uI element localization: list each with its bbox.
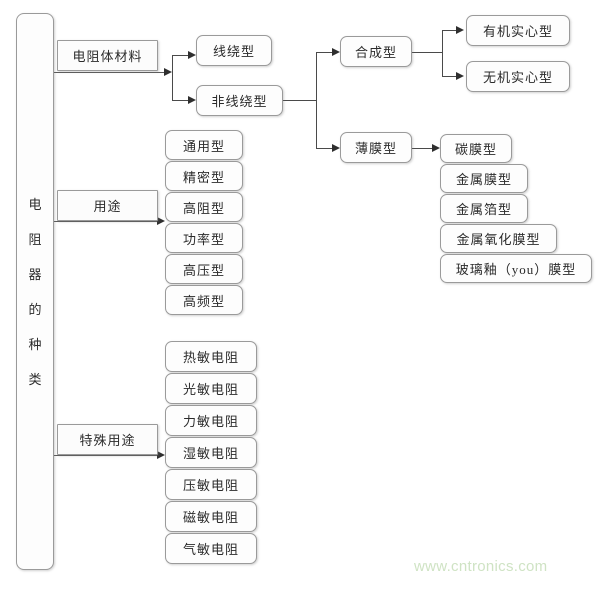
node-voltage-sensitive[interactable]: 压敏电阻: [165, 469, 257, 500]
node-magneto-sensitive-label: 磁敏电阻: [182, 510, 239, 525]
connector-to-organic-solid: [442, 30, 458, 31]
node-wirewound-label: 线绕型: [212, 44, 255, 59]
connector-film-to-stack: [412, 148, 434, 149]
connector-to-synthetic: [316, 52, 334, 53]
node-synthetic[interactable]: 合成型: [340, 36, 412, 67]
node-metal-film[interactable]: 金属膜型: [440, 164, 528, 193]
root-label-char-4: 种: [28, 336, 42, 352]
node-glass-glaze-film-label: 玻璃釉（you）膜型: [455, 262, 577, 277]
node-force-sensitive-label: 力敏电阻: [182, 414, 239, 429]
node-precision[interactable]: 精密型: [165, 161, 243, 191]
node-non-wirewound[interactable]: 非线绕型: [196, 85, 283, 116]
connector-non-wirewound-split-vertical: [316, 52, 317, 148]
node-glass-glaze-film[interactable]: 玻璃釉（you）膜型: [440, 254, 592, 283]
node-metal-oxide-film[interactable]: 金属氧化膜型: [440, 224, 557, 253]
node-thermistor-label: 热敏电阻: [182, 350, 239, 365]
node-carbon-film[interactable]: 碳膜型: [440, 134, 512, 163]
node-inorganic-solid[interactable]: 无机实心型: [466, 61, 570, 92]
node-material-label: 电阻体材料: [72, 49, 143, 64]
connector-to-film: [316, 148, 334, 149]
node-carbon-film-label: 碳膜型: [454, 142, 497, 157]
arrowhead-special-usage: [157, 450, 165, 459]
node-force-sensitive[interactable]: 力敏电阻: [165, 405, 257, 436]
node-gas-sensitive-label: 气敏电阻: [182, 542, 239, 557]
arrowhead-material: [164, 67, 172, 76]
node-usage-label: 用途: [93, 199, 122, 214]
node-organic-solid[interactable]: 有机实心型: [466, 15, 570, 46]
node-precision-label: 精密型: [182, 169, 225, 185]
node-synthetic-label: 合成型: [354, 45, 397, 60]
arrowhead-film: [332, 143, 340, 152]
node-non-wirewound-label: 非线绕型: [211, 94, 268, 109]
node-inorganic-solid-label: 无机实心型: [482, 70, 553, 85]
node-organic-solid-label: 有机实心型: [482, 24, 553, 39]
node-humidity-sensitive-label: 湿敏电阻: [182, 446, 239, 461]
root-label-char-1: 阻: [28, 231, 42, 247]
node-high-voltage-label: 高压型: [182, 262, 225, 278]
node-gas-sensitive[interactable]: 气敏电阻: [165, 533, 257, 564]
watermark: www.cntronics.com: [414, 558, 548, 575]
node-high-resistance[interactable]: 高阻型: [165, 192, 243, 222]
node-film[interactable]: 薄膜型: [340, 132, 412, 163]
node-thermistor[interactable]: 热敏电阻: [165, 341, 257, 372]
node-power-label: 功率型: [182, 231, 225, 247]
connector-to-inorganic-solid: [442, 76, 458, 77]
node-film-label: 薄膜型: [354, 141, 397, 156]
node-general-label: 通用型: [182, 138, 225, 154]
connector-root-to-material: [53, 72, 164, 73]
node-magneto-sensitive[interactable]: 磁敏电阻: [165, 501, 257, 532]
node-high-frequency-label: 高频型: [182, 293, 225, 309]
connector-root-to-special-usage: [53, 455, 157, 456]
root-label-char-0: 电: [28, 196, 42, 212]
node-general[interactable]: 通用型: [165, 130, 243, 160]
root-label-char-2: 器: [28, 266, 42, 282]
connector-material-to-wirewound: [172, 55, 190, 56]
node-metal-oxide-film-label: 金属氧化膜型: [456, 232, 541, 247]
node-metal-foil[interactable]: 金属箔型: [440, 194, 528, 223]
connector-synthetic-split-vertical: [442, 30, 443, 76]
arrowhead-synthetic: [332, 47, 340, 56]
connector-synthetic-out: [412, 52, 442, 53]
arrowhead-inorganic-solid: [456, 71, 464, 80]
connector-material-split-vertical: [172, 55, 173, 100]
node-special-usage[interactable]: 特殊用途: [57, 424, 158, 455]
node-special-usage-label: 特殊用途: [79, 433, 136, 448]
arrowhead-usage: [157, 216, 165, 225]
arrowhead-non-wirewound: [188, 95, 196, 104]
connector-root-to-usage: [53, 221, 157, 222]
node-power[interactable]: 功率型: [165, 223, 243, 253]
node-wirewound[interactable]: 线绕型: [196, 35, 272, 66]
root-label-char-3: 的: [28, 301, 42, 317]
root-node-resistor-types: 电 阻 器 的 种 类: [16, 13, 54, 570]
node-voltage-sensitive-label: 压敏电阻: [182, 478, 239, 493]
node-high-resistance-label: 高阻型: [182, 200, 225, 216]
node-usage[interactable]: 用途: [57, 190, 158, 221]
connector-non-wirewound-out: [283, 100, 316, 101]
arrowhead-organic-solid: [456, 25, 464, 34]
node-photoresistor[interactable]: 光敏电阻: [165, 373, 257, 404]
node-material[interactable]: 电阻体材料: [57, 40, 158, 71]
connector-material-to-non-wirewound: [172, 100, 190, 101]
node-humidity-sensitive[interactable]: 湿敏电阻: [165, 437, 257, 468]
arrowhead-carbon-film: [432, 143, 440, 152]
node-metal-film-label: 金属膜型: [455, 172, 512, 187]
node-photoresistor-label: 光敏电阻: [182, 382, 239, 397]
node-high-voltage[interactable]: 高压型: [165, 254, 243, 284]
node-metal-foil-label: 金属箔型: [455, 202, 512, 217]
arrowhead-wirewound: [188, 50, 196, 59]
node-high-frequency[interactable]: 高频型: [165, 285, 243, 315]
root-label-char-5: 类: [28, 371, 42, 387]
